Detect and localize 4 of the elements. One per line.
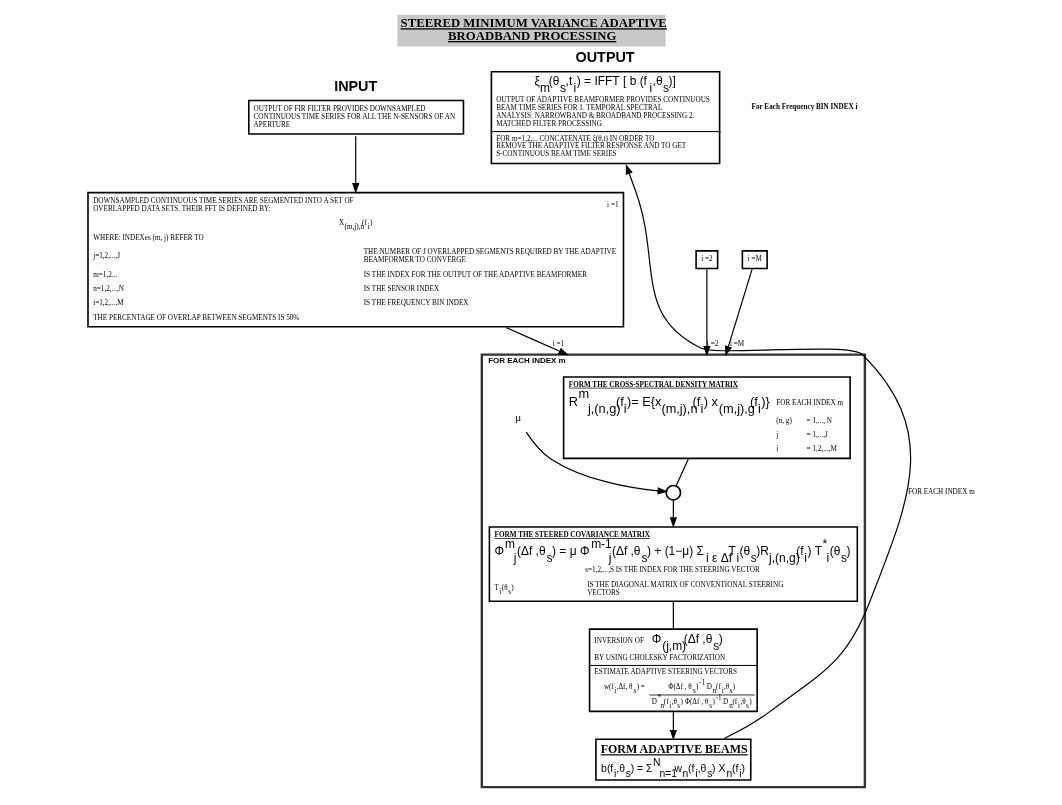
node-label: INPUT xyxy=(333,78,377,95)
node-label: OUTPUT xyxy=(575,49,635,66)
node-text: μ xyxy=(514,410,521,423)
diagram-title: STEERED MINIMUM VARIANCE ADAPTIVE BROADBAND PROCESSING xyxy=(400,16,667,44)
